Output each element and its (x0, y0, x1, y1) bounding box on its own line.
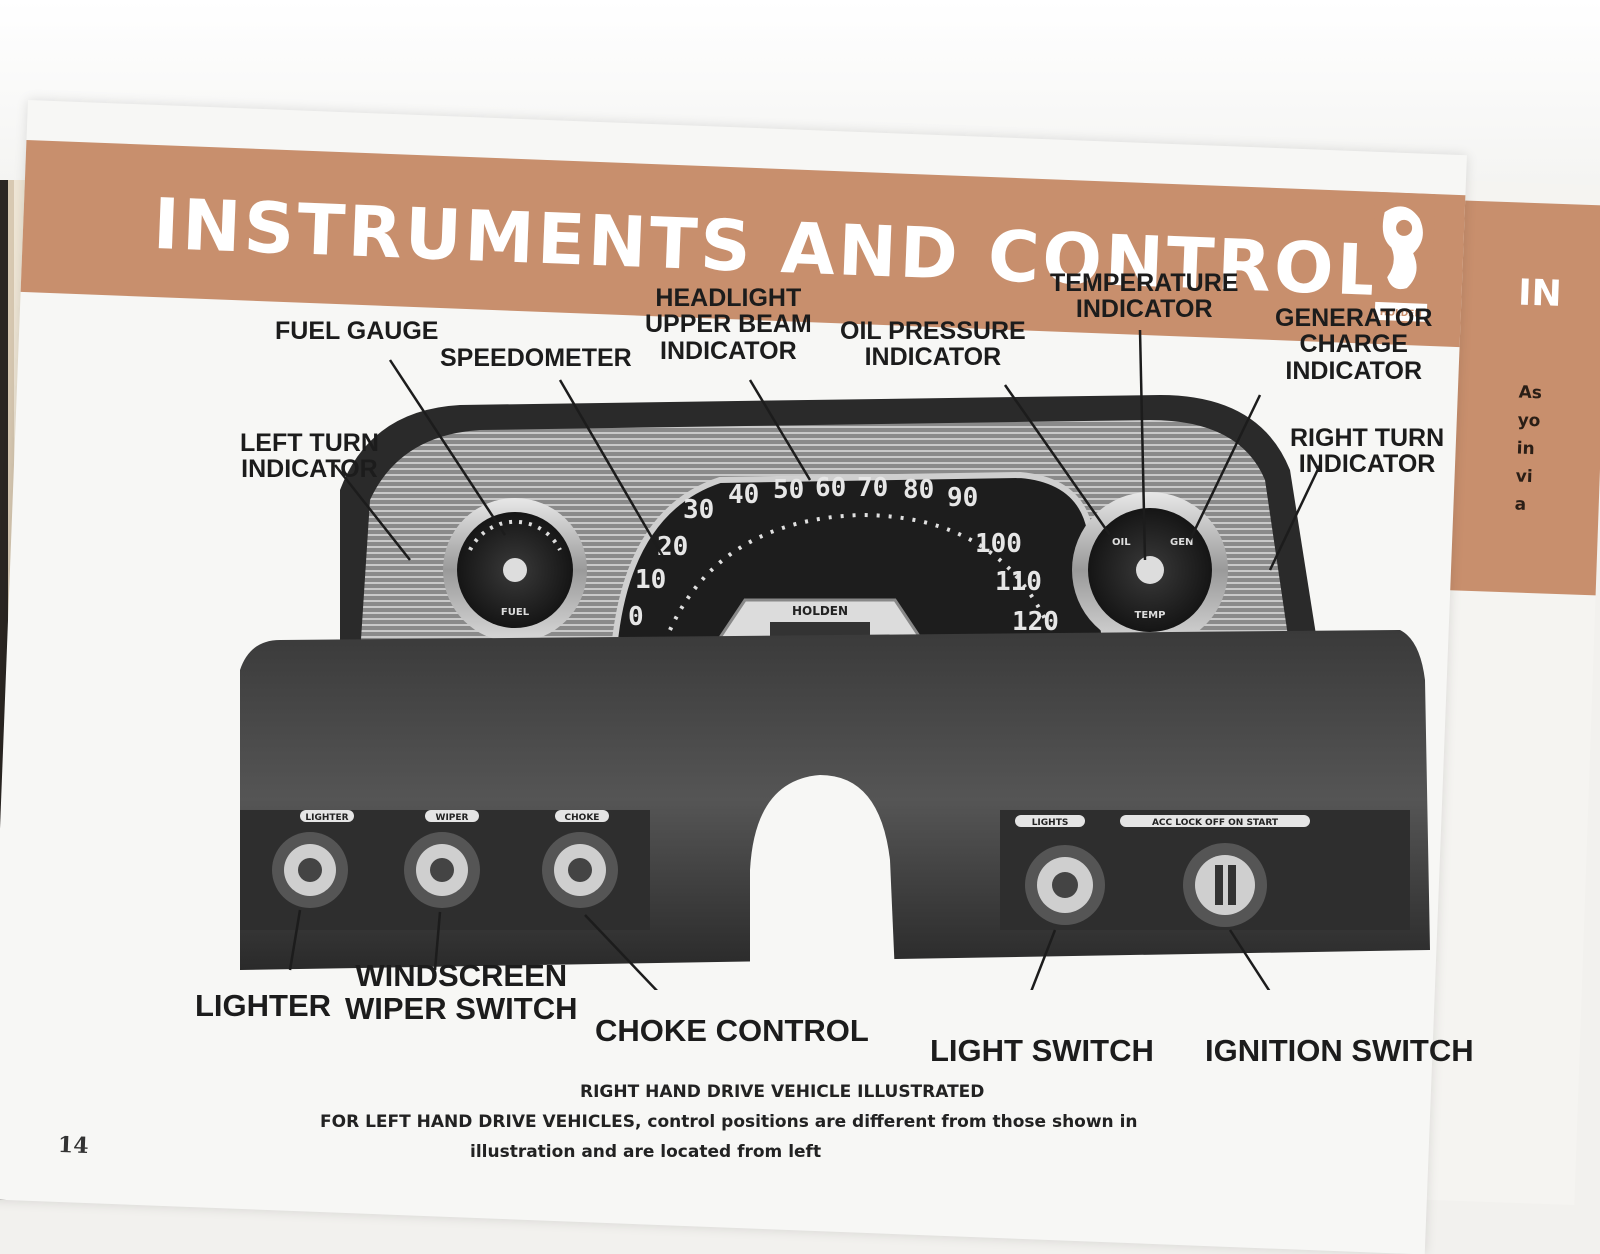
label-left-turn: LEFT TURN INDICATOR (240, 429, 379, 484)
odometer-display (770, 622, 870, 638)
dashboard-illustration: 0 10 20 30 40 50 60 70 80 90 100 110 120… (240, 329, 1430, 990)
speed-mark: 40 (728, 480, 759, 510)
label-generator-charge: GENERATOR CHARGE INDICATOR (1275, 304, 1433, 385)
ignition-switch (1183, 843, 1267, 927)
label-right-turn: RIGHT TURN INDICATOR (1290, 424, 1445, 479)
light-switch-knob (1025, 845, 1105, 925)
speedometer-housing (611, 471, 1109, 643)
speed-mark: 120 (1012, 607, 1059, 637)
speed-mark: 50 (773, 475, 804, 505)
brand-plate-text: HOLDEN (792, 604, 848, 618)
speed-mark: 30 (683, 495, 714, 525)
label-speedometer: SPEEDOMETER (440, 344, 632, 372)
knob-label-wiper: WIPER (436, 813, 469, 823)
label-ignition-switch: IGNITION SWITCH (1205, 1033, 1474, 1068)
fuel-gauge-hub (503, 558, 527, 582)
emblem-text: HOLDEN (1380, 308, 1422, 320)
fuel-gauge-label: FUEL (501, 607, 530, 618)
facing-page-text: As (1518, 382, 1543, 404)
oil-label: OIL (1112, 537, 1131, 548)
label-headlight-upper-beam: HEADLIGHT UPPER BEAM INDICATOR (645, 284, 812, 365)
holden-lion-emblem-icon: HOLDEN (1369, 191, 1436, 344)
facing-page-text: vi (1515, 466, 1533, 488)
wiper-switch-knob (404, 832, 480, 908)
facing-page-text: in (1516, 438, 1535, 460)
speed-mark: 10 (635, 565, 666, 595)
caption-drive-note: RIGHT HAND DRIVE VEHICLE ILLUSTRATED (580, 1082, 985, 1102)
label-temperature: TEMPERATURE INDICATOR (1050, 269, 1239, 324)
manual-page: INSTRUMENTS AND CONTROLS HOLDEN 14 (0, 100, 1467, 1254)
choke-knob (542, 832, 618, 908)
speed-mark: 20 (657, 532, 688, 562)
knob-label-lighter: LIGHTER (305, 813, 348, 823)
speed-mark: 70 (857, 473, 888, 503)
label-choke-control: CHOKE CONTROL (595, 1013, 869, 1048)
label-lighter: LIGHTER (195, 988, 332, 1023)
steering-column-cutout (750, 775, 895, 975)
speed-mark: 0 (628, 602, 644, 632)
label-fuel-gauge: FUEL GAUGE (275, 317, 439, 345)
knob-label-choke: CHOKE (565, 813, 600, 823)
gen-label: GEN (1170, 537, 1193, 548)
combo-gauge-hub (1136, 556, 1164, 584)
facing-page-heading: IN (1517, 272, 1563, 315)
label-oil-pressure: OIL PRESSURE INDICATOR (840, 317, 1026, 372)
caption-left-hand-note: FOR LEFT HAND DRIVE VEHICLES, control po… (320, 1112, 1138, 1132)
temp-label: TEMP (1135, 610, 1166, 621)
page-number: 14 (57, 1131, 90, 1160)
facing-page-text: yo (1517, 410, 1541, 432)
label-light-switch: LIGHT SWITCH (930, 1033, 1154, 1068)
knob-label-lights: LIGHTS (1032, 818, 1069, 828)
lighter-knob (272, 832, 348, 908)
ignition-positions-label: ACC LOCK OFF ON START (1152, 818, 1279, 828)
label-windscreen-wiper: WINDSCREEN WIPER SWITCH (345, 958, 578, 1026)
speed-mark: 80 (903, 475, 934, 505)
facing-page-text: a (1514, 494, 1527, 515)
leader-lines (288, 329, 1322, 990)
title-band: INSTRUMENTS AND CONTROLS HOLDEN (20, 139, 1466, 348)
speed-mark: 90 (947, 483, 978, 513)
speed-mark: 100 (975, 529, 1022, 559)
caption-left-hand-note-cont: illustration and are located from left (470, 1142, 822, 1162)
speed-mark: 60 (815, 473, 846, 503)
speed-mark: 110 (995, 567, 1042, 597)
